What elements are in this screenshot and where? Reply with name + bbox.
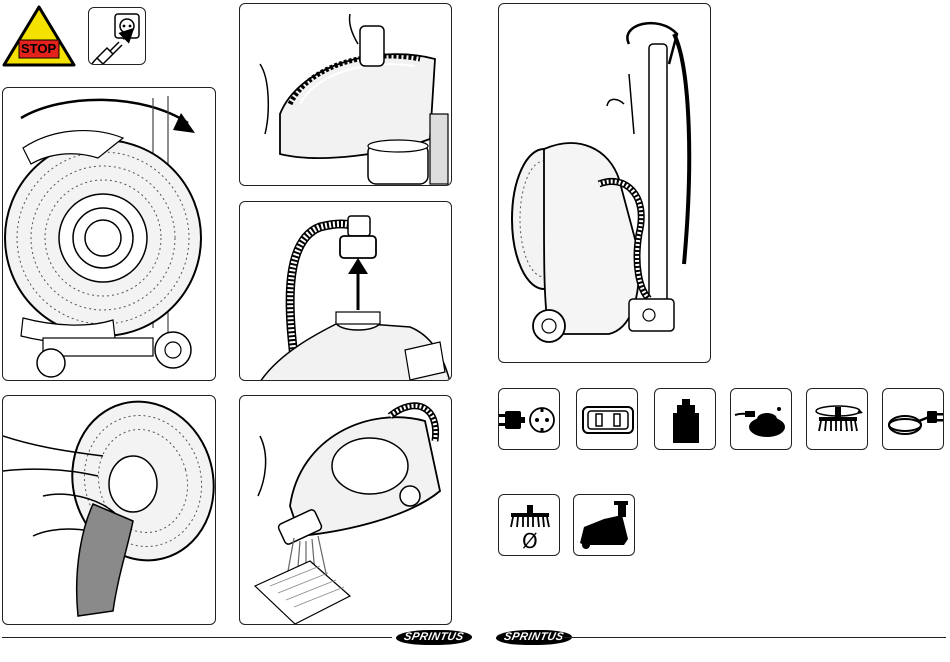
panel-drain-tank [239,395,452,625]
panel-clean-brush [2,395,216,625]
unplug-icon [88,7,146,65]
plug-socket-icon [498,388,560,450]
brand-logo-left: SPRINTUS [394,630,473,645]
panel-hose-remove [239,201,452,381]
lift-tank-illustration [240,4,452,186]
machine-side-icon [573,494,635,556]
panel-lift-tank [239,3,452,186]
panel-rotate-brush [2,87,216,381]
stop-warning-icon: STOP [2,4,76,68]
diameter-symbol: Ø [522,529,538,553]
footer-rule-left [2,637,392,638]
upright-machine-illustration [499,4,711,363]
brush-rotate-removal-illustration [3,88,216,381]
stop-label: STOP [21,41,56,56]
pad-driver-icon [730,388,792,450]
clean-brush-cloth-illustration [3,396,216,625]
footer-rule-right [562,637,946,638]
cable-plug-icon [882,388,944,450]
brush-rotation-icon [806,388,868,450]
drain-tank-illustration [240,396,452,625]
power-outlet-icon [576,388,638,450]
weight-icon [654,388,716,450]
panel-upright-machine [498,3,711,363]
brush-diameter-icon: Ø [498,494,560,556]
remove-hose-illustration [240,202,452,381]
